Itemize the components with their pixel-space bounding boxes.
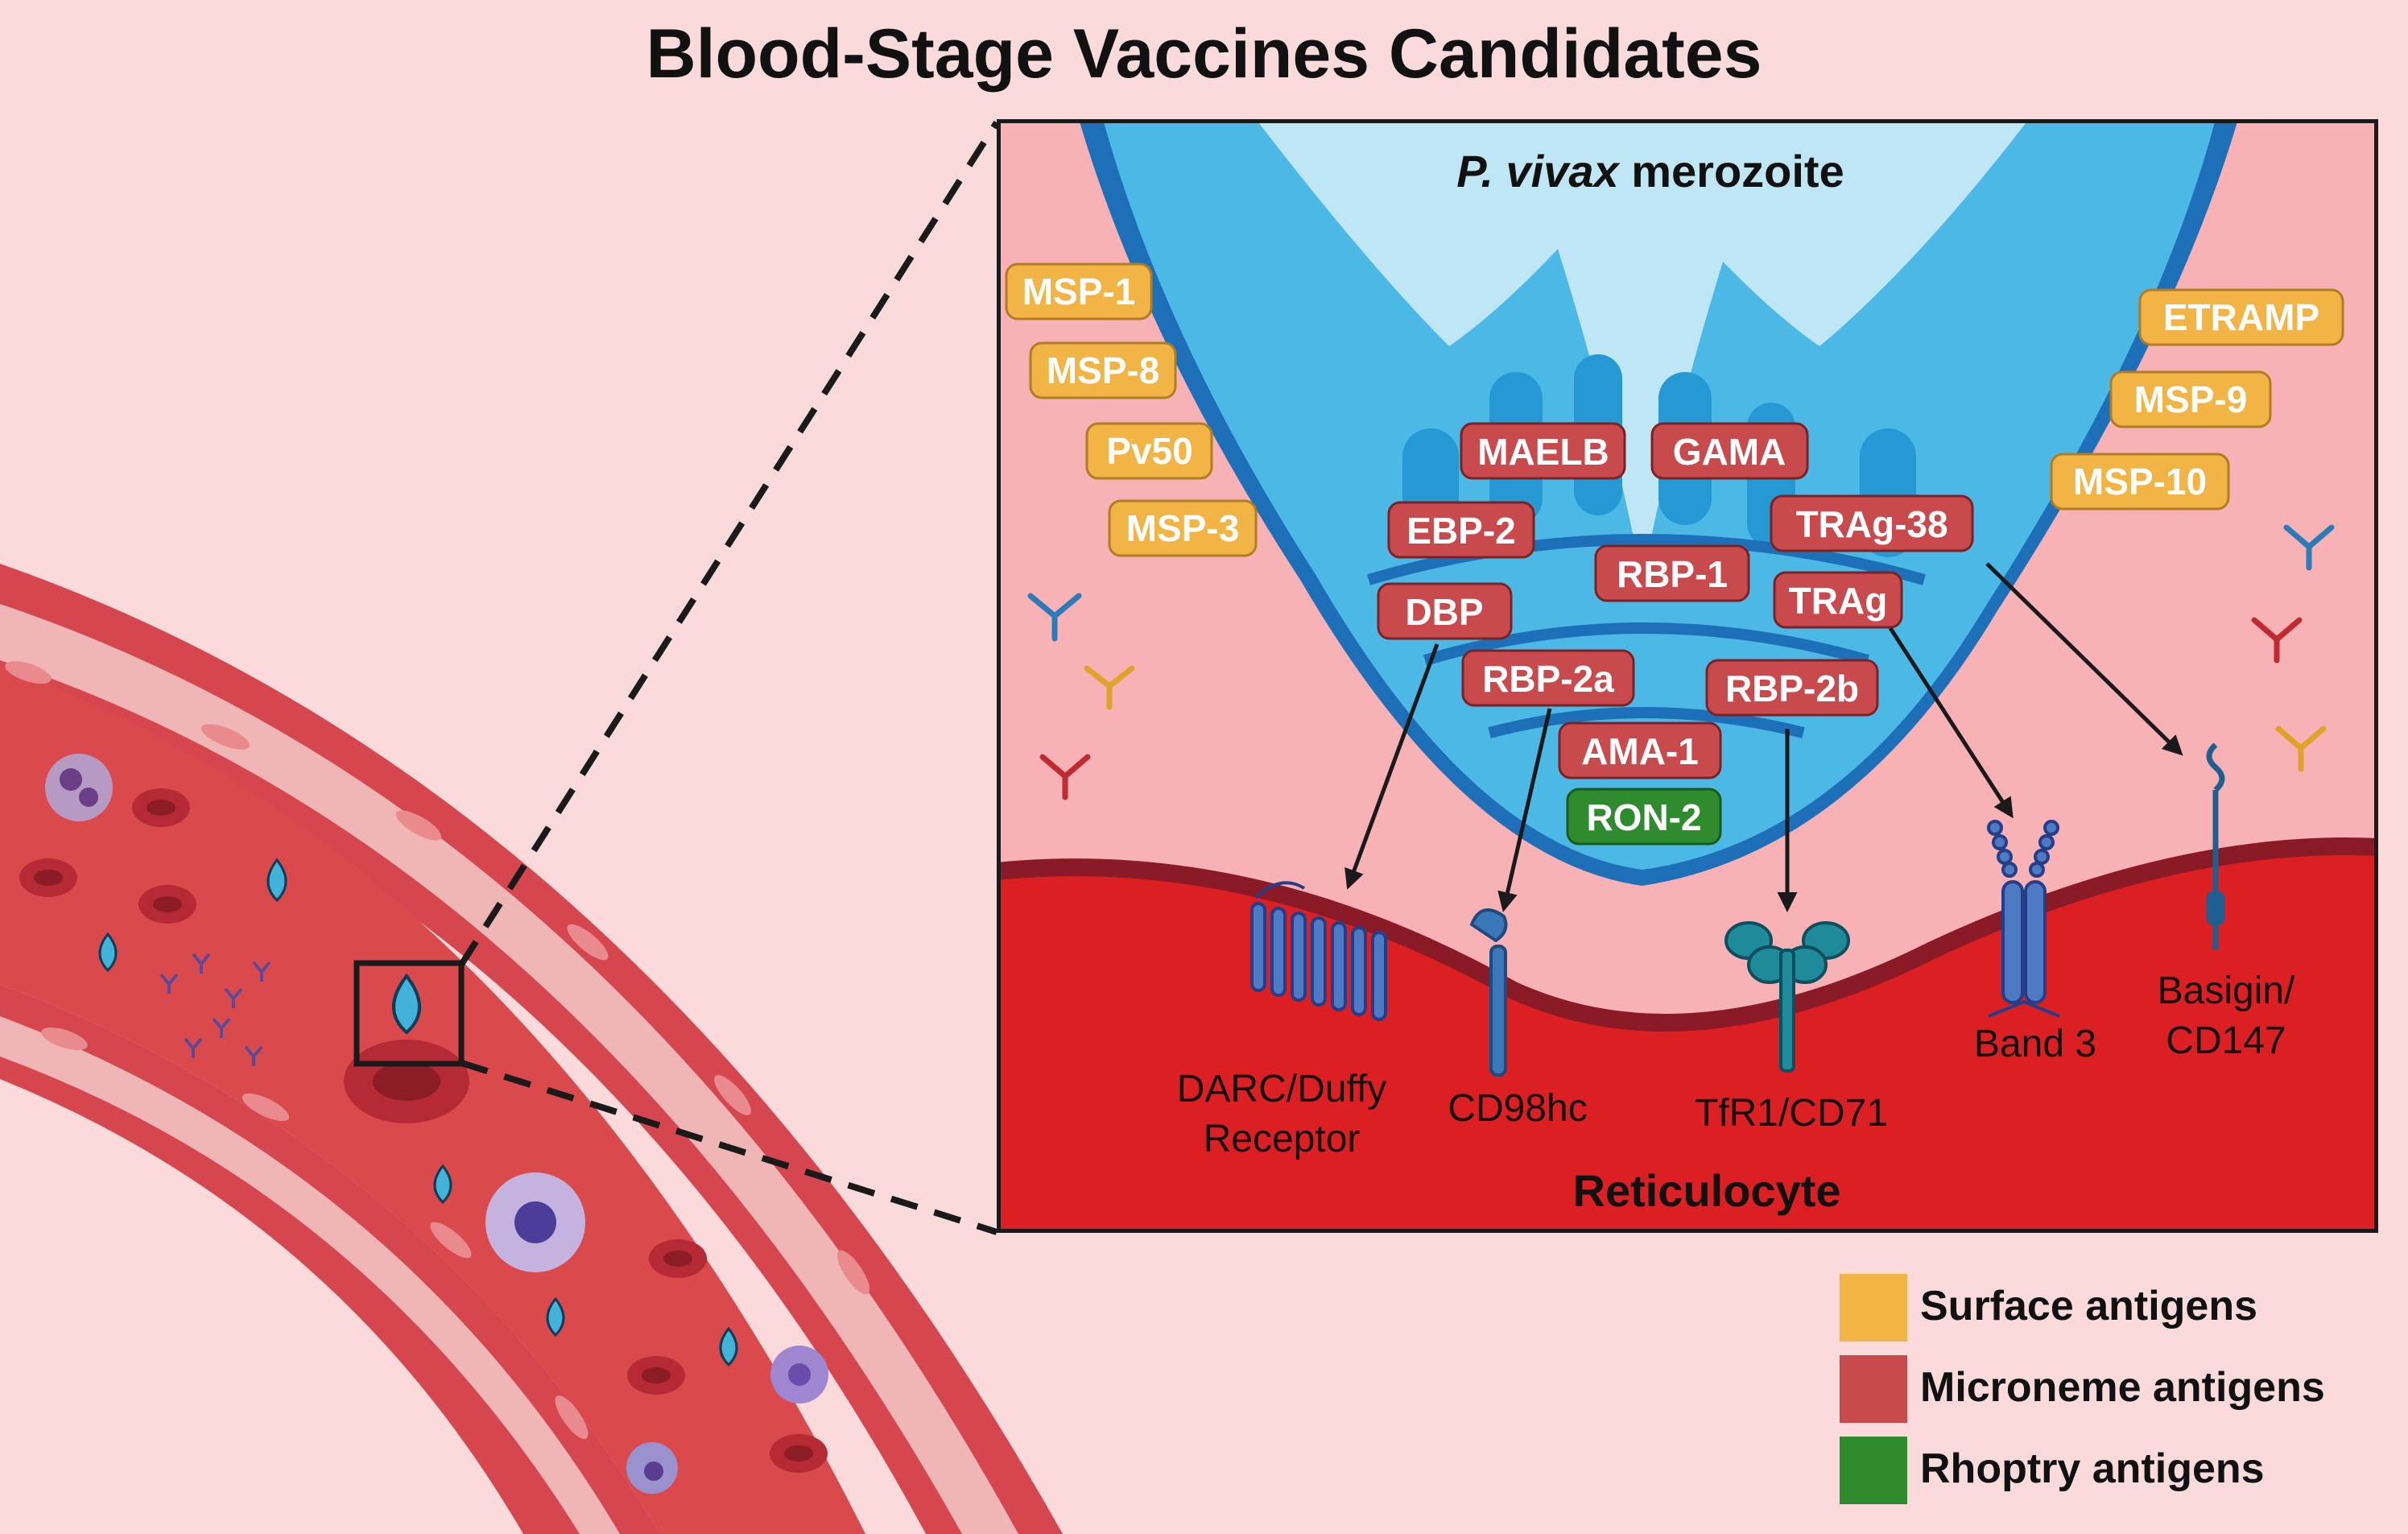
- legend-swatch-rhoptry: [1840, 1437, 1907, 1504]
- antigen-tag-trag-38: TRAg-38: [1795, 503, 1947, 545]
- antigen-tag-ebp-2: EBP-2: [1406, 510, 1515, 552]
- darc-label-line2: Receptor: [1204, 1118, 1361, 1160]
- figure-title: Blood-Stage Vaccines Candidates: [646, 15, 1762, 93]
- binding-arrows: [1344, 562, 2183, 912]
- cd98-receptor-shape: [1469, 908, 1508, 1077]
- antigen-tag-etramp: ETRAMP: [2163, 296, 2319, 338]
- darc-label-line1: DARC/Duffy: [1177, 1068, 1387, 1110]
- antigen-tag-gama: GAMA: [1673, 431, 1786, 473]
- legend-label-surface: Surface antigens: [1920, 1283, 2258, 1329]
- inset-antibodies: [1027, 524, 2335, 800]
- legend-swatch-surface: [1840, 1274, 1907, 1342]
- legend-label-rhoptry: Rhoptry antigens: [1920, 1445, 2265, 1492]
- antigen-tag-rbp-1: RBP-1: [1617, 553, 1728, 595]
- tfr1-receptor-shape: [1724, 921, 1850, 1073]
- vessel-antibodies: [159, 953, 271, 1066]
- receptors: [1250, 742, 2225, 1077]
- darc-receptor-shape: [1250, 881, 1387, 1021]
- antigen-tag-ron-2: RON-2: [1586, 796, 1701, 838]
- red-blood-cells: [19, 788, 828, 1473]
- zoom-box: [353, 960, 465, 1067]
- blood-vessel: [0, 564, 1063, 1534]
- basigin-label-line1: Basigin/: [2158, 970, 2295, 1012]
- legend-swatch-microneme: [1840, 1355, 1907, 1423]
- antigen-tag-ama-1: AMA-1: [1581, 730, 1699, 772]
- antigen-tag-msp-1: MSP-1: [1022, 271, 1136, 312]
- basigin-receptor-shape: [2206, 742, 2225, 950]
- basigin-label-line2: CD147: [2166, 1019, 2286, 1062]
- surface-antigens-right: ETRAMP MSP-9 MSP-10: [2050, 288, 2344, 511]
- legend-label-microneme: Microneme antigens: [1920, 1364, 2325, 1411]
- antigen-tag-pv50: Pv50: [1106, 430, 1192, 472]
- antigen-tag-maelb: MAELB: [1477, 431, 1609, 473]
- antigen-tag-msp-10: MSP-10: [2073, 461, 2207, 502]
- microneme-antigens: MAELB GAMA EBP-2 TRAg-38 RBP-1 DBP TRAg …: [1377, 422, 1974, 779]
- antigen-tag-msp-3: MSP-3: [1126, 507, 1240, 549]
- merozoite-label: P. vivax merozoite: [1456, 146, 1844, 196]
- antigen-tag-trag: TRAg: [1789, 580, 1888, 622]
- antigen-tag-rbp-2b: RBP-2b: [1725, 668, 1859, 709]
- free-merozoites: [98, 858, 738, 1367]
- tfr1-label: TfR1/CD71: [1695, 1092, 1888, 1135]
- band3-receptor-shape: [1987, 820, 2060, 1018]
- inset-panel: [997, 119, 2378, 1233]
- band3-label: Band 3: [1974, 1023, 2096, 1065]
- antigen-tag-rbp-2a: RBP-2a: [1482, 658, 1614, 700]
- rhoptry-antigens: RON-2: [1566, 788, 1722, 846]
- antigen-tag-msp-8: MSP-8: [1047, 349, 1160, 391]
- white-blood-cells: [45, 754, 828, 1494]
- reticulocyte-label: Reticulocyte: [1573, 1165, 1841, 1216]
- cd98-label: CD98hc: [1448, 1087, 1587, 1130]
- antigen-tag-dbp: DBP: [1405, 591, 1483, 633]
- zoom-connector-lines: [458, 120, 1000, 1235]
- antigen-tag-msp-9: MSP-9: [2134, 378, 2248, 420]
- surface-antigens-left: MSP-1 MSP-8 Pv50 MSP-3: [1005, 263, 1258, 557]
